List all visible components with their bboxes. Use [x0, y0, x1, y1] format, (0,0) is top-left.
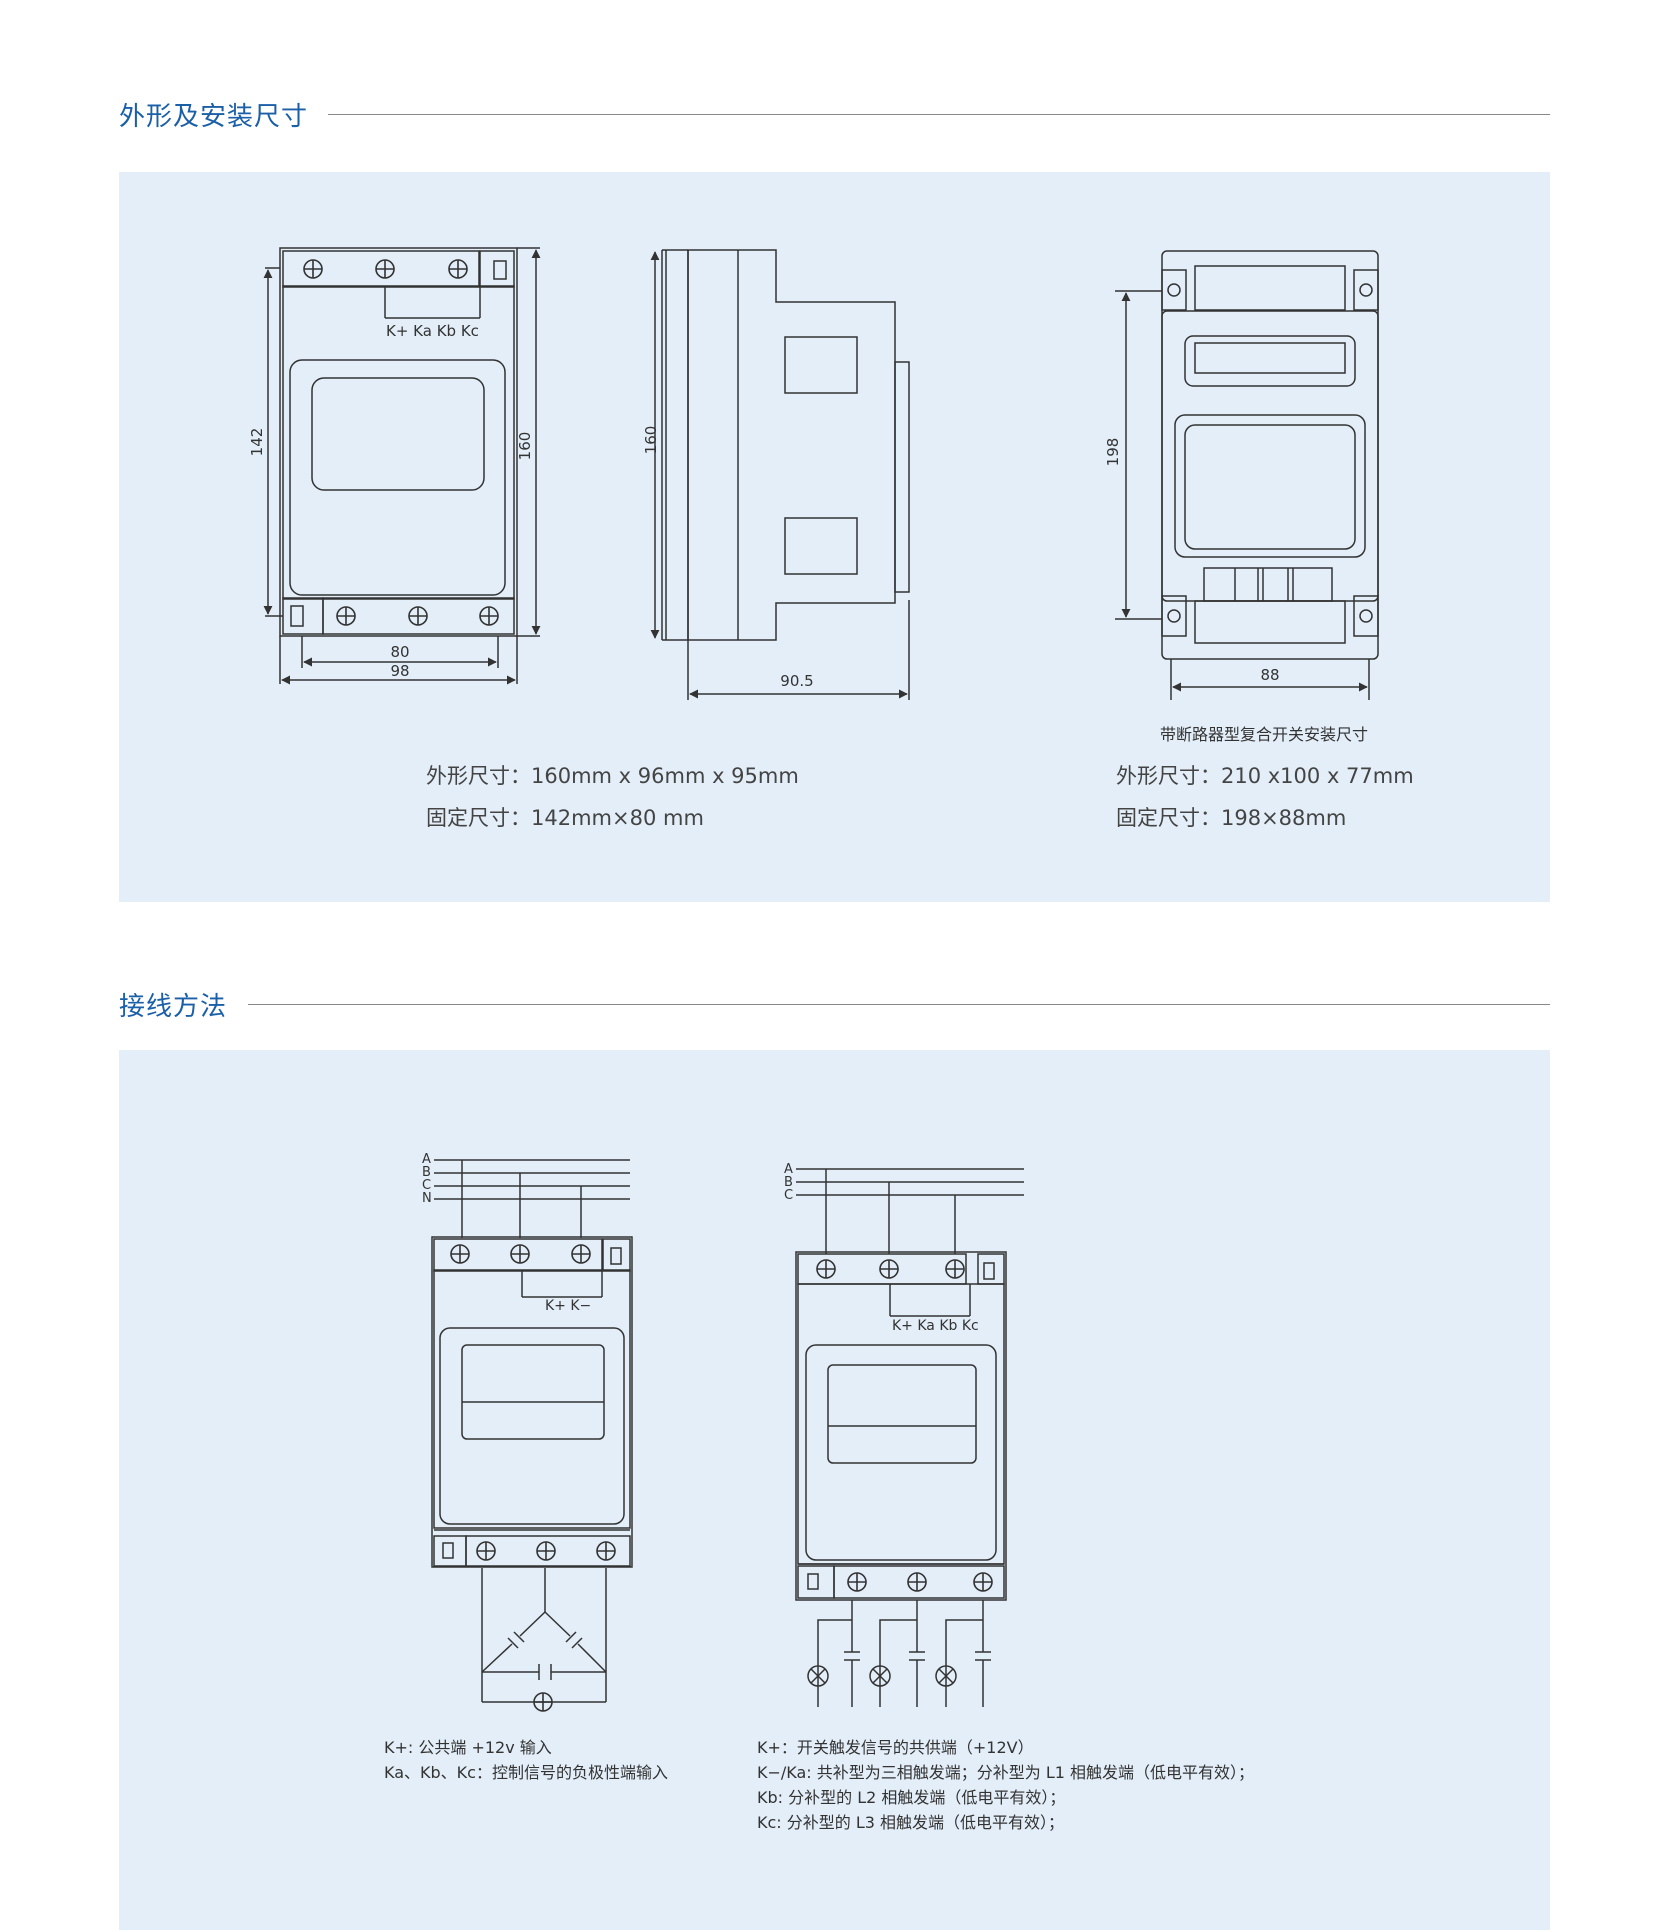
screw-icon	[533, 1692, 553, 1712]
phase-label: B	[784, 1175, 793, 1190]
screw-icon	[907, 1572, 927, 1592]
spec-outer-right: 外形尺寸：210 x100 x 77mm	[1116, 764, 1414, 788]
screw-terminals	[303, 259, 993, 1712]
terminal-labels: K+ Ka Kb Kc	[386, 322, 479, 340]
screw-icon	[879, 1259, 899, 1279]
note-line: K−/Ka: 共补型为三相触发端；分补型为 L1 相触发端（低电平有效）；	[757, 1763, 1255, 1782]
screw-icon	[408, 606, 428, 626]
dim-label: 142	[248, 428, 266, 457]
side-view-drawing	[650, 249, 910, 700]
dim-label: 90.5	[780, 672, 813, 690]
wiring-diagram-right	[795, 1168, 1024, 1707]
dim-label: 160	[516, 432, 534, 461]
screw-icon	[945, 1259, 965, 1279]
phase-label: A	[784, 1162, 793, 1177]
screw-icon	[336, 606, 356, 626]
dimensions-panel	[119, 172, 1550, 902]
wiring-notes-right: K+：开关触发信号的共供端（+12V） K−/Ka: 共补型为三相触发端；分补型…	[757, 1735, 1254, 1835]
spec-outer-left: 外形尺寸：160mm x 96mm x 95mm	[426, 764, 799, 788]
phase-label: B	[422, 1165, 431, 1180]
phase-label: C	[784, 1188, 793, 1203]
section-title-wiring: 接线方法	[119, 992, 228, 1022]
section-title-dimensions: 外形及安装尺寸	[119, 102, 309, 132]
dim-label: 198	[1104, 438, 1122, 467]
note-line: Ka、Kb、Kc：控制信号的负极性端输入	[384, 1763, 668, 1782]
screw-icon	[510, 1244, 530, 1264]
screw-icon	[303, 259, 323, 279]
dim-label: 98	[390, 662, 409, 680]
dim-label: 160	[642, 426, 660, 455]
screw-icon	[847, 1572, 867, 1592]
screw-icon	[479, 606, 499, 626]
terminal-labels: K+ Ka Kb Kc	[892, 1318, 979, 1334]
spec-fixed-right: 固定尺寸：198×88mm	[1116, 806, 1347, 830]
dim-label: 80	[390, 643, 409, 661]
screw-icon	[596, 1541, 616, 1561]
terminal-labels: K+ K−	[545, 1298, 591, 1314]
screw-icon	[375, 259, 395, 279]
section-divider	[328, 114, 1550, 115]
spec-fixed-left: 固定尺寸：142mm×80 mm	[426, 806, 704, 830]
note-line: Kb: 分补型的 L2 相触发端（低电平有效）；	[757, 1788, 1066, 1807]
screw-icon	[448, 259, 468, 279]
phase-label: C	[422, 1178, 431, 1193]
wiring-panel	[119, 1050, 1550, 1930]
section-divider	[248, 1004, 1550, 1005]
breaker-type-drawing	[1115, 250, 1379, 700]
front-view-drawing	[263, 247, 541, 685]
screw-icon	[476, 1541, 496, 1561]
phase-label: A	[422, 1152, 431, 1167]
screw-icon	[450, 1244, 470, 1264]
wiring-diagram-left	[431, 1159, 633, 1703]
screw-icon	[536, 1541, 556, 1561]
note-line: Kc: 分补型的 L3 相触发端（低电平有效）；	[757, 1813, 1065, 1832]
phase-label: N	[422, 1191, 432, 1206]
dim-label: 88	[1260, 666, 1279, 684]
wiring-notes-left: K+: 公共端 +12v 输入 Ka、Kb、Kc：控制信号的负极性端输入	[384, 1735, 668, 1785]
note-line: K+: 公共端 +12v 输入	[384, 1738, 552, 1757]
screw-icon	[973, 1572, 993, 1592]
screw-icon	[816, 1259, 836, 1279]
note-line: K+：开关触发信号的共供端（+12V）	[757, 1738, 1034, 1757]
breaker-type-caption: 带断路器型复合开关安装尺寸	[1160, 725, 1369, 744]
screw-icon	[571, 1244, 591, 1264]
